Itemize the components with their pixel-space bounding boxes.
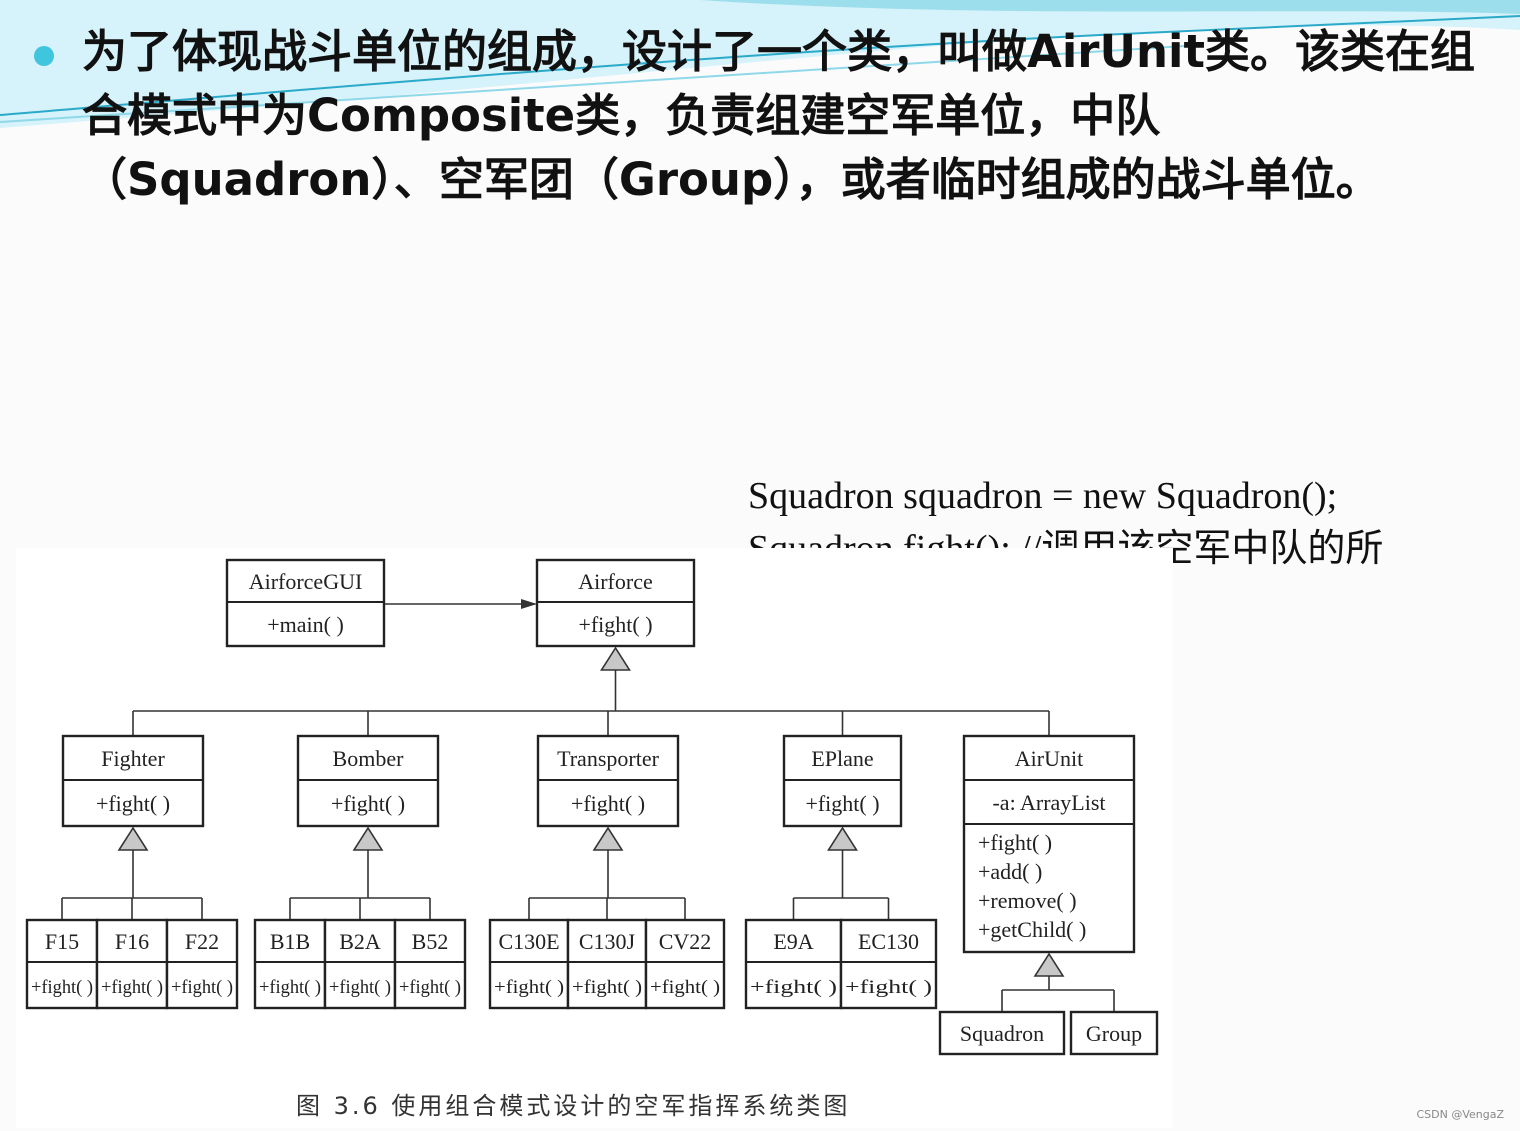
inheritance-arrowhead bbox=[827, 826, 858, 851]
class-f16: F16 +fight( ) bbox=[95, 918, 169, 1010]
class-member: +remove( ) bbox=[978, 888, 1077, 913]
inheritance-arrowhead bbox=[600, 646, 631, 671]
class-name: EPlane bbox=[811, 746, 873, 771]
class-member: +fight( ) bbox=[31, 977, 93, 998]
class-member: +fight( ) bbox=[494, 977, 564, 998]
diagram-caption: 图 3.6 使用组合模式设计的空军指挥系统类图 bbox=[296, 1092, 850, 1120]
class-member: +fight( ) bbox=[572, 977, 642, 998]
class-name: Fighter bbox=[101, 746, 165, 771]
class-member: +fight( ) bbox=[750, 977, 837, 998]
generalization-airunit bbox=[1001, 952, 1115, 1012]
class-name: EC130 bbox=[858, 929, 919, 954]
class-c130j: C130J +fight( ) bbox=[566, 918, 648, 1010]
class-b1b: B1B +fight( ) bbox=[253, 918, 327, 1010]
class-name: E9A bbox=[773, 929, 813, 954]
class-member: -a: ArrayList bbox=[992, 790, 1105, 815]
class-name: C130J bbox=[579, 929, 636, 954]
class-name: C130E bbox=[498, 929, 559, 954]
class-member: +fight( ) bbox=[571, 791, 645, 816]
class-name: F22 bbox=[185, 929, 219, 954]
class-name: Squadron bbox=[960, 1021, 1044, 1046]
class-member: +fight( ) bbox=[845, 977, 932, 998]
class-member: +fight( ) bbox=[96, 791, 170, 816]
class-name: AirUnit bbox=[1015, 746, 1083, 771]
generalization-airforce bbox=[132, 646, 1050, 736]
class-f22: F22 +fight( ) bbox=[165, 918, 239, 1010]
class-name: AirforceGUI bbox=[249, 569, 363, 594]
header-wave-decoration bbox=[0, 0, 1520, 128]
class-name: Transporter bbox=[557, 746, 660, 771]
class-f15: F15 +fight( ) bbox=[25, 918, 99, 1010]
class-name: Group bbox=[1086, 1021, 1142, 1046]
class-c130e: C130E +fight( ) bbox=[488, 918, 570, 1010]
class-fighter: Fighter +fight( ) bbox=[61, 734, 205, 828]
class-e9a: E9A +fight( ) bbox=[744, 918, 843, 1010]
class-name: F15 bbox=[45, 929, 79, 954]
class-member: +fight( ) bbox=[259, 977, 321, 998]
bullet-dot bbox=[34, 46, 54, 66]
class-airunit: AirUnit -a: ArrayList +fight( ) +add( ) +rem… bbox=[962, 734, 1136, 954]
class-name: B1B bbox=[270, 929, 310, 954]
inheritance-arrowhead bbox=[1033, 952, 1065, 977]
class-member: +add( ) bbox=[978, 859, 1042, 884]
class-member: +main( ) bbox=[267, 612, 344, 637]
class-member: +fight( ) bbox=[650, 977, 720, 998]
class-transporter: Transporter +fight( ) bbox=[536, 734, 680, 828]
class-bomber: Bomber +fight( ) bbox=[296, 734, 440, 828]
association-arrow bbox=[384, 599, 537, 609]
class-name: Airforce bbox=[578, 569, 653, 594]
class-cv22: CV22 +fight( ) bbox=[644, 918, 726, 1010]
class-member: +fight( ) bbox=[399, 977, 461, 998]
class-name: F16 bbox=[115, 929, 149, 954]
class-airforcegui: AirforceGUI +main( ) bbox=[225, 558, 386, 648]
class-group: Group bbox=[1069, 1010, 1159, 1056]
class-member: +fight( ) bbox=[331, 791, 405, 816]
uml-class-diagram: AirforceGUI+main( )Airforce+fight( )Figh… bbox=[16, 548, 1173, 1128]
code-line: Squadron squadron = new Squadron(); bbox=[748, 475, 1338, 517]
class-member: +fight( ) bbox=[329, 977, 391, 998]
watermark: CSDN @VengaZ bbox=[1416, 1108, 1504, 1121]
class-squadron: Squadron bbox=[938, 1010, 1066, 1056]
class-name: Bomber bbox=[333, 746, 405, 771]
class-member: +fight( ) bbox=[805, 791, 879, 816]
class-name: B52 bbox=[412, 929, 449, 954]
class-member: +fight( ) bbox=[101, 977, 163, 998]
class-b52: B52 +fight( ) bbox=[393, 918, 467, 1010]
class-member: +fight( ) bbox=[578, 612, 652, 637]
class-airforce: Airforce +fight( ) bbox=[535, 558, 696, 648]
class-name: B2A bbox=[339, 929, 381, 954]
generalization-fighter bbox=[61, 826, 203, 920]
class-member: +fight( ) bbox=[171, 977, 233, 998]
class-eplane: EPlane +fight( ) bbox=[782, 734, 903, 828]
inheritance-arrowhead bbox=[352, 826, 384, 851]
class-name: CV22 bbox=[659, 929, 712, 954]
generalization-eplane bbox=[792, 826, 890, 920]
inheritance-arrowhead bbox=[592, 826, 624, 851]
class-ec130: EC130 +fight( ) bbox=[839, 918, 938, 1010]
class-b2a: B2A +fight( ) bbox=[323, 918, 397, 1010]
class-member: +fight( ) bbox=[978, 830, 1052, 855]
generalization-transporter bbox=[528, 826, 686, 920]
generalization-bomber bbox=[289, 826, 431, 920]
uml-canvas: AirforceGUI+main( )Airforce+fight( )Figh… bbox=[25, 558, 1159, 1120]
bullet-text: 为了体现战斗单位的组成，设计了一个类，叫做AirUnit类。该类在组合模式中为C… bbox=[82, 25, 1475, 206]
class-member: +getChild( ) bbox=[978, 917, 1086, 942]
inheritance-arrowhead bbox=[117, 826, 149, 851]
